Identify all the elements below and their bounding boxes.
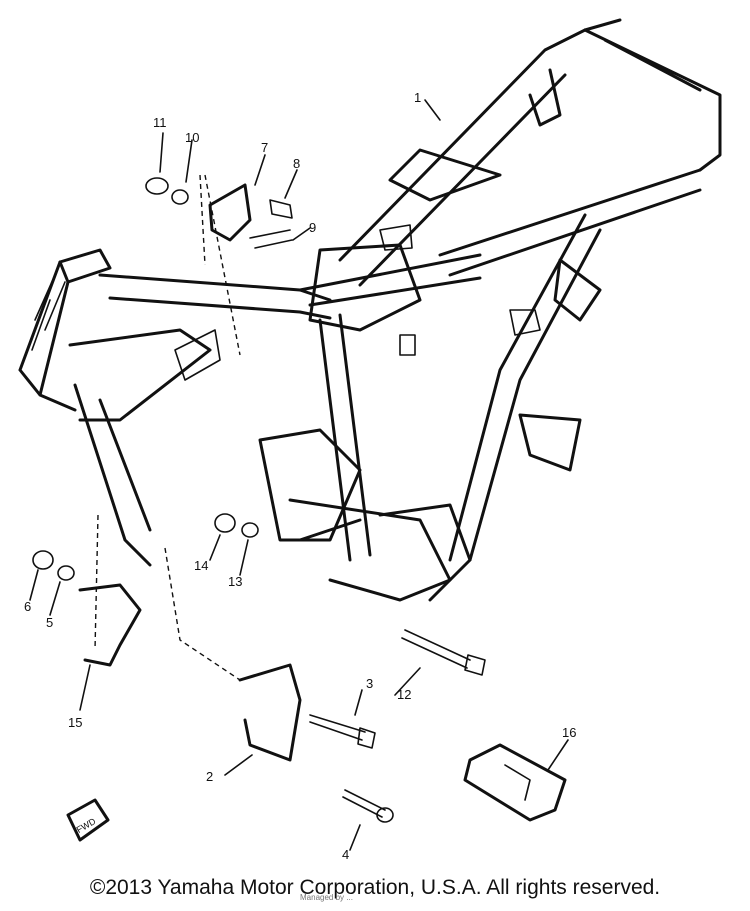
label-11: 11 <box>153 115 167 130</box>
label-5: 5 <box>46 615 53 630</box>
copyright-notice: ©2013 Yamaha Motor Corporation, U.S.A. A… <box>89 876 661 899</box>
part-labels: 1 2 3 4 5 6 7 8 9 10 11 12 13 14 15 16 <box>24 90 576 862</box>
label-2: 2 <box>206 769 213 784</box>
label-7: 7 <box>261 140 268 155</box>
label-15: 15 <box>68 715 82 730</box>
label-1: 1 <box>414 90 421 105</box>
engine-bracket-2 <box>164 547 302 762</box>
label-6: 6 <box>24 599 31 614</box>
bolt-4 <box>342 789 394 823</box>
engine-bracket-15 <box>32 514 142 667</box>
bolt-12 <box>401 629 486 676</box>
label-8: 8 <box>293 156 300 171</box>
label-12: 12 <box>397 687 411 702</box>
label-9: 9 <box>309 220 316 235</box>
label-13: 13 <box>228 574 242 589</box>
fwd-tag: FWD <box>66 798 110 842</box>
bolt-3 <box>309 714 376 749</box>
leader-lines <box>29 99 569 851</box>
label-14: 14 <box>194 558 208 573</box>
fastener-10-11 <box>145 177 189 205</box>
label-3: 3 <box>366 676 373 691</box>
fwd-tag-text: FWD <box>75 816 98 835</box>
main-frame <box>18 18 722 602</box>
label-16: 16 <box>562 725 576 740</box>
cover-16 <box>463 743 567 822</box>
nut-13-14 <box>214 513 259 538</box>
label-4: 4 <box>342 847 349 862</box>
label-10: 10 <box>185 130 199 145</box>
bracket-7 <box>199 174 293 356</box>
watermark-text: Managed by ... <box>300 893 353 902</box>
